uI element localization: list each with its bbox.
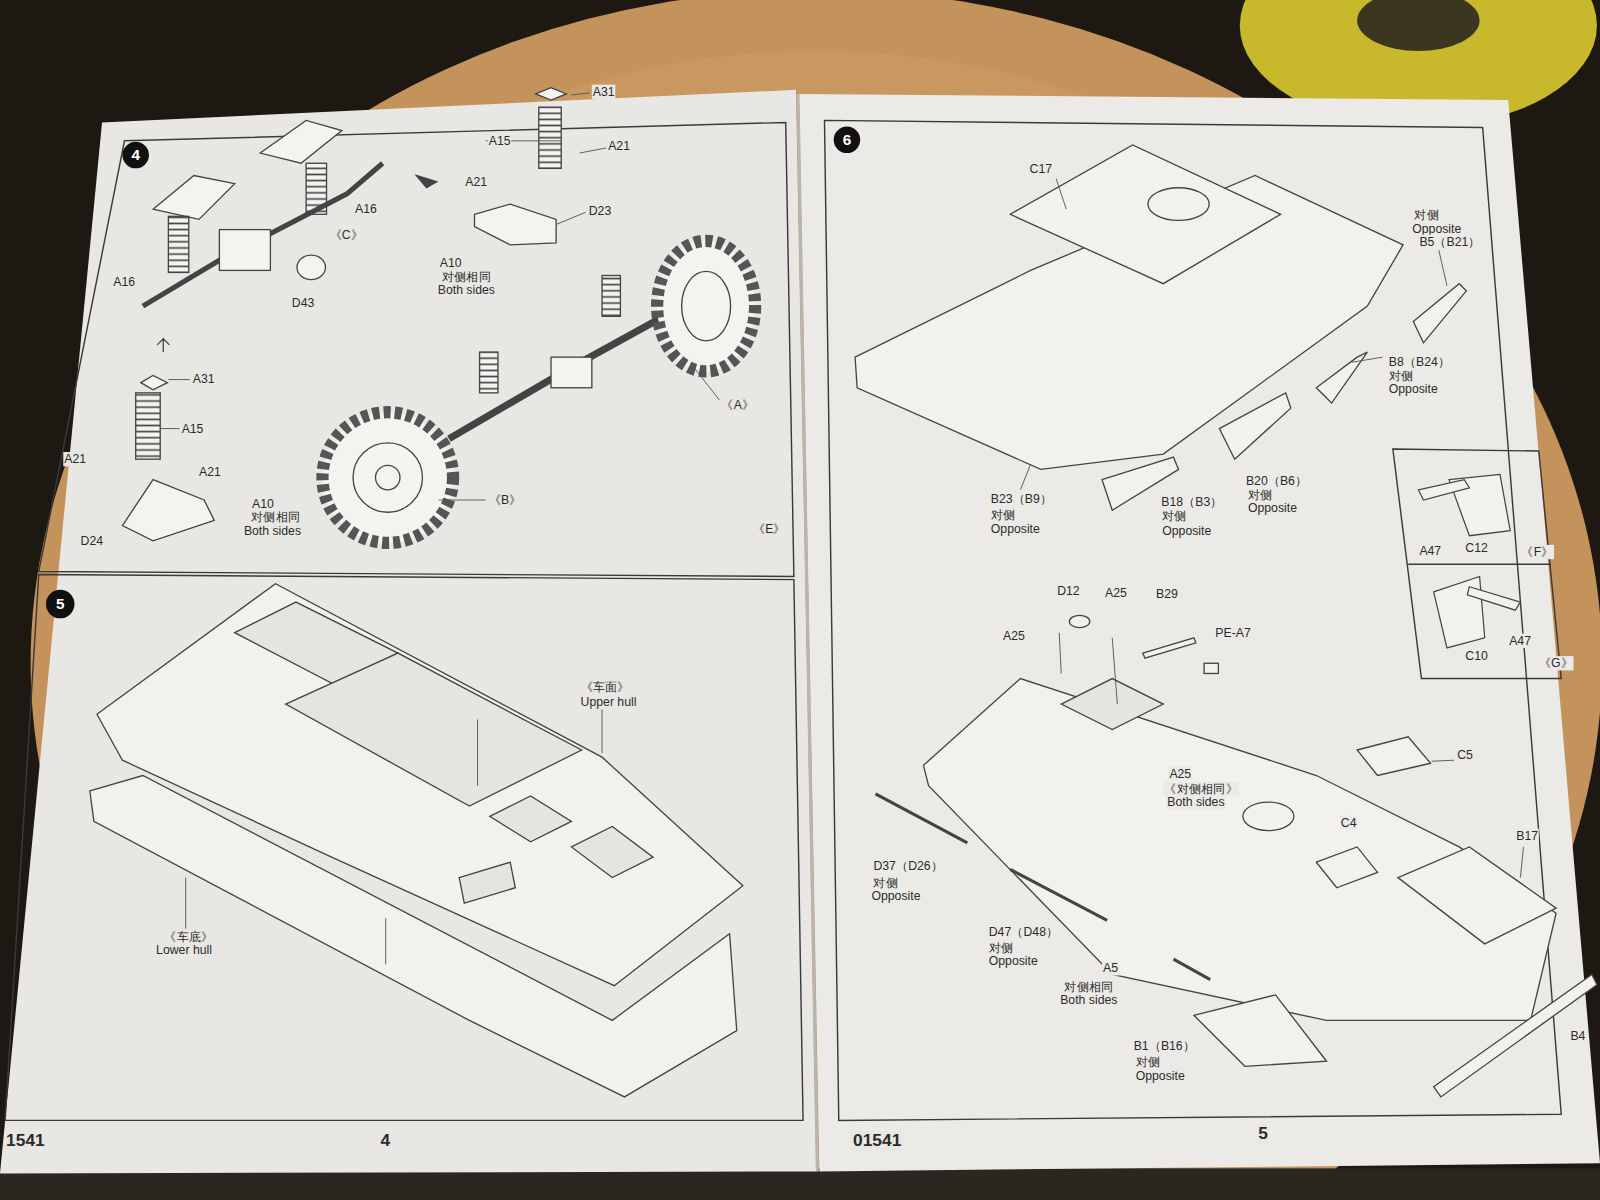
part-label: 对侧 <box>990 508 1017 522</box>
part-label: 对侧 <box>1388 368 1415 382</box>
part-label: A25 <box>1104 586 1128 600</box>
part-label: 《车底》 <box>163 930 214 944</box>
part-label: D47（D48） <box>988 924 1059 938</box>
part-label: A16 <box>112 274 136 288</box>
part-label: Lower hull <box>155 943 213 957</box>
part-label: Both sides <box>1059 993 1118 1007</box>
part-label: A21 <box>464 174 488 188</box>
part-label: 对侧 <box>872 876 899 890</box>
part-label: 《C》 <box>329 228 364 242</box>
part-label: C17 <box>1029 162 1054 176</box>
part-label: B8（B24） <box>1388 355 1451 369</box>
part-label: B29 <box>1155 587 1179 601</box>
part-label: B23（B9） <box>990 492 1053 506</box>
step-number: 5 <box>50 595 70 613</box>
part-label: Both sides <box>243 523 302 537</box>
part-label: D37（D26） <box>872 859 943 873</box>
part-label: C4 <box>1340 815 1358 829</box>
part-label: 对侧相同 <box>250 510 301 524</box>
part-label: Opposite <box>1247 501 1298 515</box>
page-number: 5 <box>1257 1123 1269 1143</box>
part-label: A21 <box>198 464 222 478</box>
part-label: 对侧 <box>988 941 1015 955</box>
part-label: A21 <box>63 452 87 466</box>
part-label: 《G》 <box>1538 656 1574 670</box>
part-label: B20（B6） <box>1245 473 1308 487</box>
part-label: 《车面》 <box>580 680 631 694</box>
part-label: C10 <box>1464 649 1489 663</box>
part-label: B4 <box>1569 1029 1586 1043</box>
part-label: C12 <box>1464 541 1489 555</box>
part-label: A10 <box>251 497 275 511</box>
part-label: Opposite <box>1411 221 1462 235</box>
part-label: A5 <box>1102 961 1119 975</box>
part-label: Opposite <box>1161 523 1212 537</box>
part-label: D43 <box>291 296 316 310</box>
part-label: Opposite <box>988 954 1039 968</box>
page-number: 4 <box>380 1131 392 1151</box>
part-label: 对侧相同 <box>441 269 492 283</box>
step-number: 6 <box>837 131 857 149</box>
part-label: D24 <box>80 534 105 548</box>
part-label: B1（B16） <box>1133 1039 1196 1053</box>
part-label: Opposite <box>1388 382 1439 396</box>
part-label: A16 <box>354 202 378 216</box>
part-label: 《对侧相同》 <box>1163 782 1239 796</box>
part-label: A25 <box>1168 766 1192 780</box>
part-label: A31 <box>192 371 216 385</box>
part-label: A31 <box>592 85 616 99</box>
part-label: B5（B21） <box>1418 235 1481 249</box>
part-label: 对侧相同 <box>1063 980 1114 994</box>
part-label: A10 <box>439 256 463 270</box>
part-label: B17 <box>1515 829 1539 843</box>
part-label: Both sides <box>1166 795 1225 809</box>
part-label: A25 <box>1002 629 1026 643</box>
part-label: Upper hull <box>580 695 638 709</box>
part-label: 对侧 <box>1161 509 1188 523</box>
part-label: 《E》 <box>752 521 787 535</box>
part-label: Opposite <box>1135 1068 1186 1082</box>
part-label: D23 <box>588 204 613 218</box>
part-label: Both sides <box>437 283 496 297</box>
part-label: A47 <box>1418 544 1442 558</box>
page-number: 01541 <box>852 1131 902 1151</box>
step-number: 4 <box>126 146 146 164</box>
part-label: 《B》 <box>488 493 523 507</box>
part-label: C5 <box>1456 748 1474 762</box>
part-label: 《F》 <box>1520 545 1554 559</box>
part-label: Opposite <box>990 521 1041 535</box>
part-label: Opposite <box>870 889 921 903</box>
part-label: 对侧 <box>1135 1055 1162 1069</box>
part-label: A21 <box>607 139 631 153</box>
part-label: PE-A7 <box>1214 626 1251 640</box>
part-label: B18（B3） <box>1160 495 1223 509</box>
part-label: D12 <box>1056 584 1081 598</box>
part-label: 对侧 <box>1413 208 1440 222</box>
part-label: A15 <box>181 421 205 435</box>
part-label: A47 <box>1508 634 1532 648</box>
part-label: A15 <box>488 134 512 148</box>
part-label: 对侧 <box>1247 488 1274 502</box>
page-number: 1541 <box>5 1131 46 1151</box>
part-label: 《A》 <box>720 398 755 412</box>
